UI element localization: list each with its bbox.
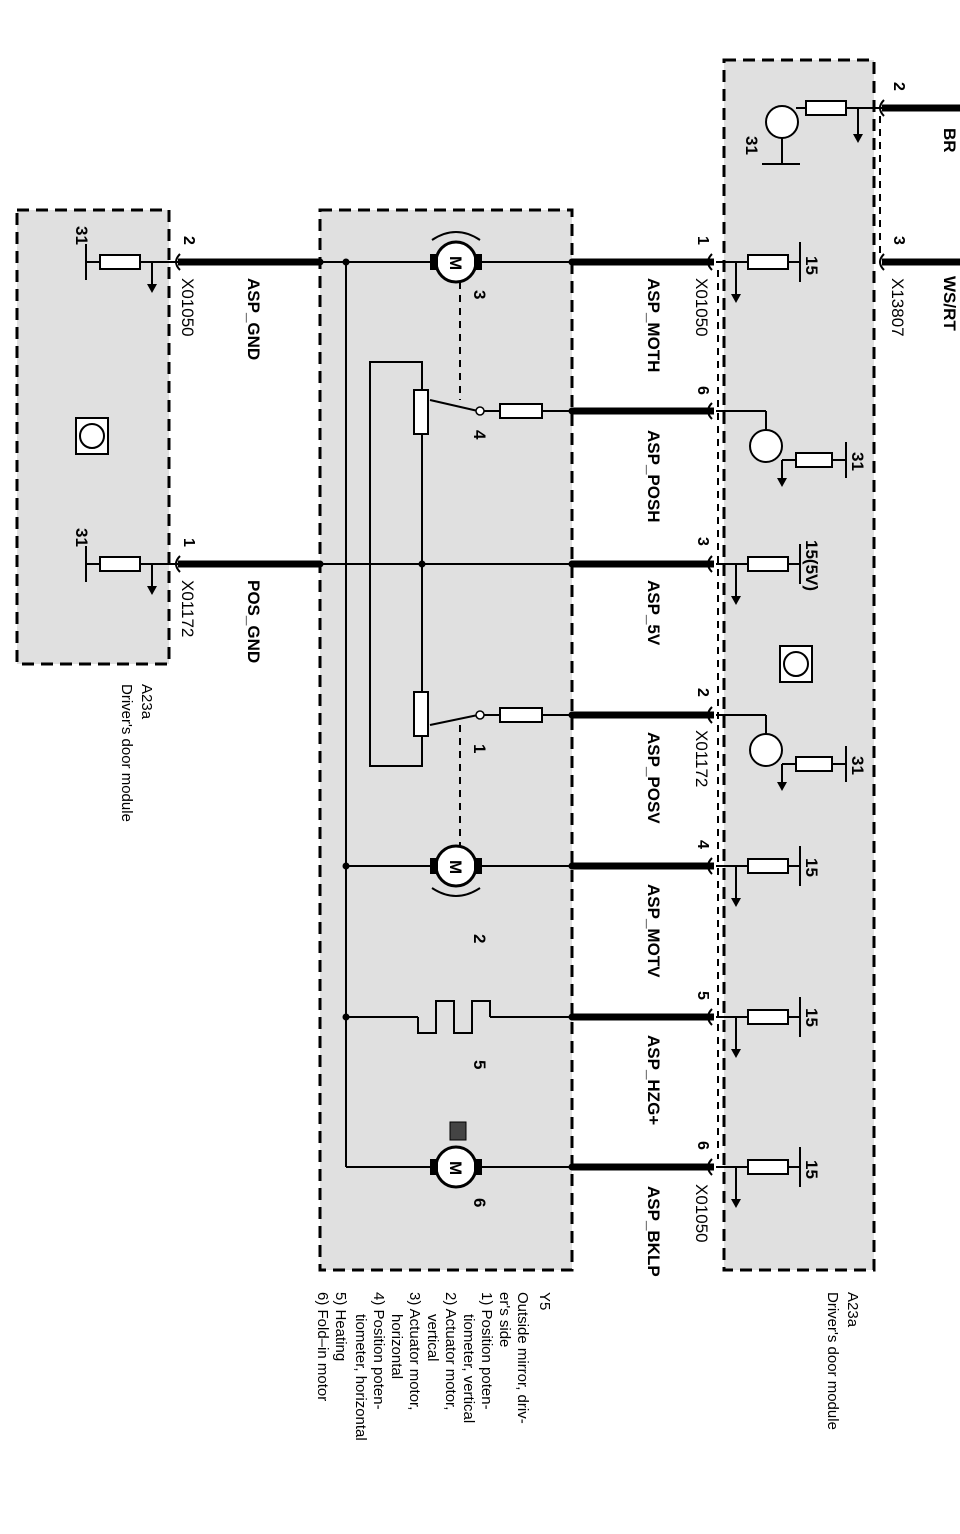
pin-right-6b: 6 xyxy=(694,1141,711,1150)
left-module-name: Driver's door module xyxy=(118,684,135,822)
signal-asp-posv: ASP_POSV xyxy=(644,732,663,824)
terminal-31-c: 31 xyxy=(742,136,761,155)
mirror-legend-4b: tiometer, horizontal xyxy=(352,1314,369,1441)
component-1: 1 xyxy=(470,744,489,753)
component-4: 4 xyxy=(470,430,489,440)
terminal-15-c: 15 xyxy=(802,1008,821,1027)
motor-6-letter: M xyxy=(446,1161,465,1175)
pin-x13807-3: 3 xyxy=(890,236,907,245)
pin-right-2: 2 xyxy=(694,688,711,697)
mirror-legend-5: 5) Heating xyxy=(332,1292,349,1361)
signal-asp-bklp: ASP_BKLP xyxy=(644,1186,663,1277)
terminal-31-b: 31 xyxy=(848,756,867,775)
signal-asp-moth: ASP_MOTH xyxy=(644,278,663,372)
mirror-legend-6: 6) Fold–in motor xyxy=(314,1292,331,1401)
motor-2-letter: M xyxy=(446,860,465,874)
right-ecu-symbol xyxy=(779,645,813,683)
mirror-legend-3b: horizontal xyxy=(388,1314,405,1379)
signal-wsrt: WS/RT xyxy=(940,276,959,331)
signal-asp-hzg: ASP_HZG+ xyxy=(644,1035,663,1125)
left-module-id: A23a xyxy=(138,684,155,720)
right-module-id: A23a xyxy=(844,1292,861,1328)
pin-right-6a: 6 xyxy=(694,386,711,395)
pin-left-1: 1 xyxy=(180,538,197,547)
component-3: 3 xyxy=(470,290,489,299)
pin-right-1: 1 xyxy=(694,236,711,245)
signal-br: BR xyxy=(940,128,959,153)
mirror-module-box xyxy=(318,208,574,1272)
connector-x01050-right-bottom: X01050 xyxy=(692,1184,711,1243)
terminal-15-d: 15 xyxy=(802,1160,821,1179)
motor-3-letter: M xyxy=(446,256,465,270)
right-driver-circuits xyxy=(716,100,882,1208)
component-5: 5 xyxy=(470,1060,489,1069)
component-2: 2 xyxy=(470,934,489,943)
terminal-15-b: 15 xyxy=(802,858,821,877)
pin-left-2: 2 xyxy=(180,236,197,245)
signal-asp-posh: ASP_POSH xyxy=(644,430,663,523)
connector-x01050-right-top: X01050 xyxy=(692,278,711,337)
terminal-31-a: 31 xyxy=(848,452,867,471)
signal-asp-motv: ASP_MOTV xyxy=(644,884,663,978)
mirror-legend-2b: vertical xyxy=(424,1314,441,1362)
pin-x13807-2: 2 xyxy=(890,82,907,91)
connector-x01050-left: X01050 xyxy=(178,278,197,337)
pin-right-3: 3 xyxy=(694,537,711,546)
terminal-15-a: 15 xyxy=(802,256,821,275)
terminal-15-5v: 15(5V) xyxy=(802,540,821,591)
mirror-id: Y5 xyxy=(536,1292,553,1310)
mirror-internals xyxy=(316,231,576,1189)
harness-wires xyxy=(178,104,960,1171)
right-module-name: Driver's door module xyxy=(824,1292,841,1430)
connector-x01172-left: X01172 xyxy=(178,580,197,637)
mirror-name: Outside mirror, driv- xyxy=(514,1292,531,1424)
signal-asp-gnd: ASP_GND xyxy=(244,278,263,360)
connector-x13807: X13807 xyxy=(888,278,907,337)
component-6: 6 xyxy=(470,1198,489,1207)
pin-right-5: 5 xyxy=(694,991,711,1000)
terminal-31-left-b: 31 xyxy=(72,528,91,547)
mirror-legend-3a: 3) Actuator motor, xyxy=(406,1292,423,1410)
mirror-legend-1a: 1) Position poten- xyxy=(478,1292,495,1410)
signal-asp-5v: ASP_5V xyxy=(644,580,663,646)
signal-pos-gnd: POS_GND xyxy=(244,580,263,663)
mirror-name-2: er's side xyxy=(496,1292,513,1347)
left-ground-circuits xyxy=(75,244,178,595)
mirror-legend-2a: 2) Actuator motor, xyxy=(442,1292,459,1410)
connector-x01172-right: X01172 xyxy=(692,730,711,787)
terminal-31-left-a: 31 xyxy=(72,226,91,245)
mirror-legend-4a: 4) Position poten- xyxy=(370,1292,387,1410)
connector-hooks xyxy=(175,99,885,1176)
mirror-legend-1b: tiometer, vertical xyxy=(460,1314,477,1423)
pin-right-4: 4 xyxy=(694,840,711,849)
